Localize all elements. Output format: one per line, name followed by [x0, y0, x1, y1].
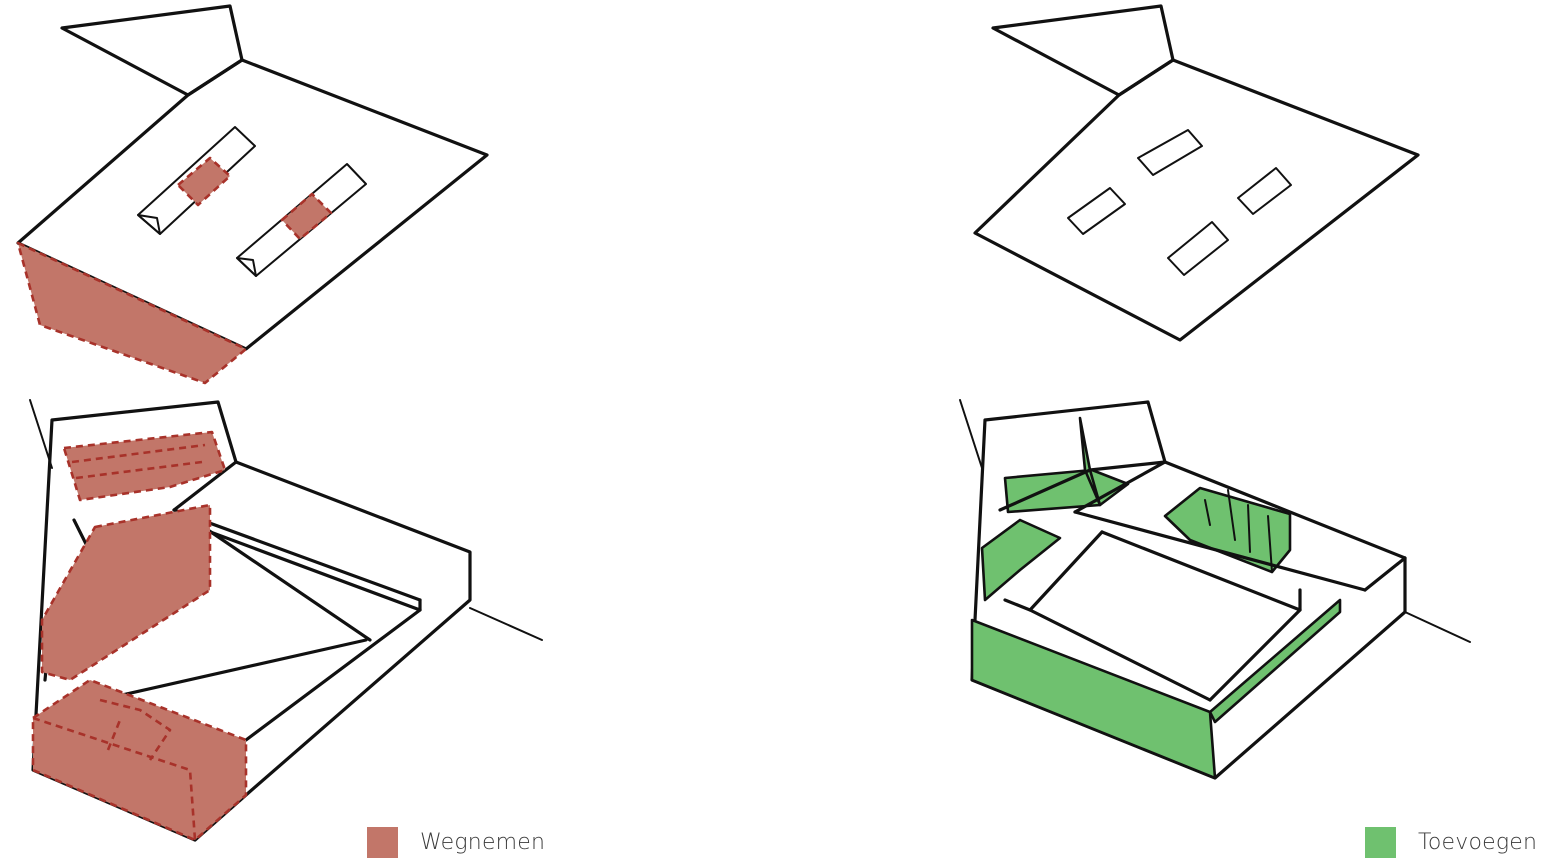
legend-remove-swatch [367, 827, 398, 858]
floor-after-panel [960, 400, 1470, 778]
dormer-right [237, 164, 366, 276]
roof-upper-panel [62, 6, 242, 95]
dormer-right-removed-section [282, 194, 331, 239]
legend-remove-label: Wegnemen [420, 830, 545, 855]
dormer-c [1238, 168, 1291, 214]
dormer-left-removed-section [178, 158, 230, 205]
added-front-wall [972, 620, 1215, 778]
legend-add-swatch [1365, 827, 1396, 858]
added-inner-wall-right [1210, 600, 1340, 722]
legend-remove: Wegnemen [367, 825, 545, 859]
dormer-b [1068, 188, 1125, 234]
dormer-a [1138, 130, 1202, 175]
dormer-left [138, 127, 255, 234]
roof-upper-panel-after [993, 6, 1173, 95]
roof-main-plane-after [975, 60, 1418, 340]
roof-after-panel [975, 6, 1418, 340]
removed-lower-block [33, 680, 246, 840]
dormer-d [1168, 222, 1228, 275]
floor-before-panel [30, 400, 542, 840]
removed-front-wall [18, 243, 246, 383]
removed-diagonal-wall [42, 505, 210, 680]
legend-add: Toevoegen [1365, 825, 1537, 859]
roof-before-panel [18, 6, 487, 383]
legend-add-label: Toevoegen [1418, 830, 1537, 855]
